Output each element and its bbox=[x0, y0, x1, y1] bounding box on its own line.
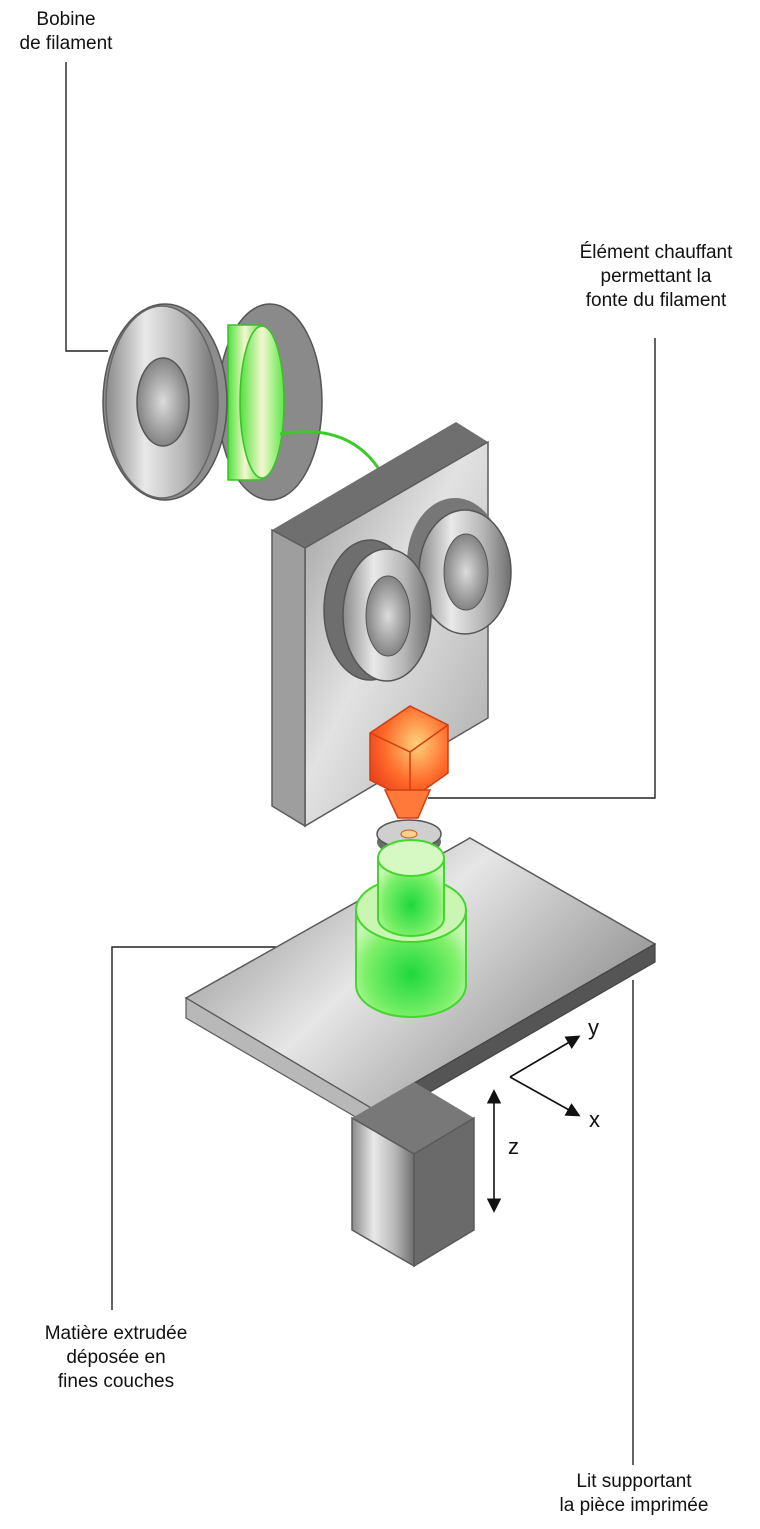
bed-label: Lit supportant la pièce imprimée bbox=[530, 1470, 738, 1518]
bed-label-line-2: la pièce imprimée bbox=[559, 1495, 709, 1516]
spool-label-line-1: Bobine bbox=[36, 9, 96, 30]
axis-y-label: y bbox=[588, 1015, 599, 1040]
extruded-label-line-1: Matière extrudée bbox=[44, 1323, 188, 1344]
extruded-leader-line bbox=[111, 946, 355, 1310]
heater-block bbox=[369, 705, 449, 819]
extruded-label-line-3: fines couches bbox=[57, 1371, 175, 1392]
axis-x-label: x bbox=[589, 1107, 600, 1132]
x-axis-arrow bbox=[509, 1076, 581, 1117]
spool-label-line-2: de filament bbox=[19, 33, 113, 54]
heater-leader-line bbox=[428, 338, 656, 799]
axes-indicator bbox=[486, 1035, 581, 1213]
heater-label-line-2: permettant la bbox=[600, 266, 712, 287]
axis-z-label: z bbox=[508, 1134, 519, 1159]
filament-spool bbox=[102, 303, 323, 501]
feed-roller-back bbox=[407, 498, 512, 635]
spool-label: Bobine de filament bbox=[0, 8, 132, 56]
heater-label-line-3: fonte du filament bbox=[585, 290, 727, 311]
y-axis-arrow bbox=[509, 1035, 581, 1078]
bed-label-line-1: Lit supportant bbox=[576, 1471, 692, 1492]
printed-part bbox=[355, 839, 467, 1018]
spool-leader-line bbox=[65, 62, 108, 352]
feed-roller-front bbox=[323, 539, 432, 682]
bed-pedestal bbox=[351, 1082, 475, 1268]
heater-label-line-1: Élément chauffant bbox=[579, 242, 733, 263]
heater-label: Élément chauffant permettant la fonte du… bbox=[548, 241, 760, 313]
extruded-label-line-2: déposée en bbox=[66, 1347, 166, 1368]
extruded-label: Matière extrudée déposée en fines couche… bbox=[16, 1322, 216, 1394]
